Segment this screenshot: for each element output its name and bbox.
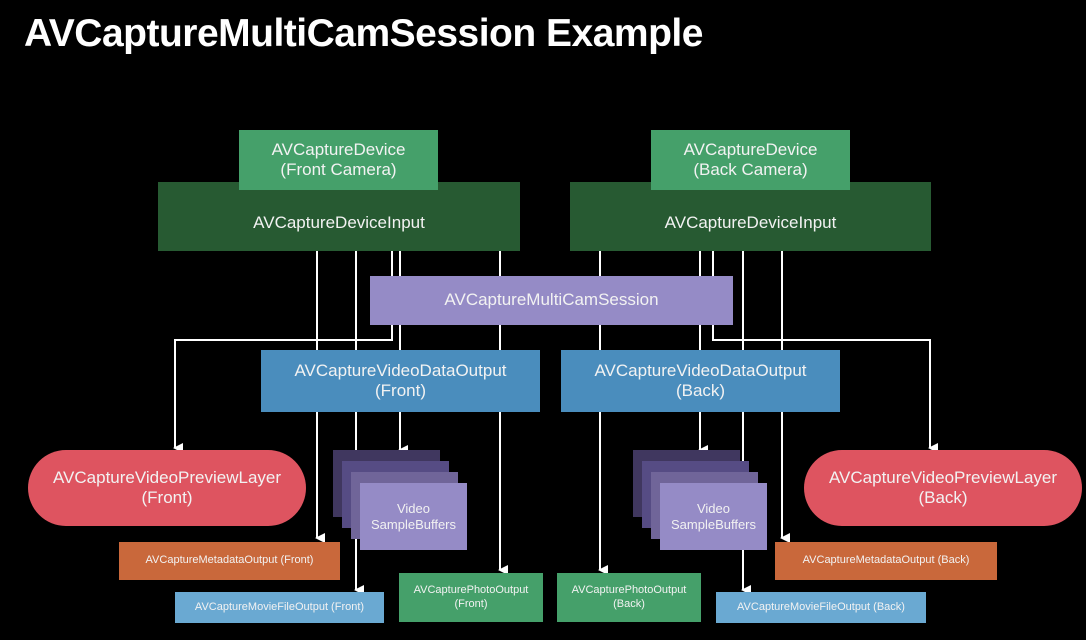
sample-buffers-front-label: Video — [396, 500, 430, 516]
device-front-label: AVCaptureDevice — [271, 139, 406, 159]
photo-output-front-label: AVCapturePhotoOutput — [413, 584, 529, 597]
device-back-sublabel: (Back Camera) — [693, 160, 808, 179]
slide-title: AVCaptureMultiCamSession Example — [24, 12, 703, 55]
device-input-front-label: AVCaptureDeviceInput — [253, 213, 425, 233]
sample-buffers-back-label: Video — [696, 500, 730, 516]
video-data-output-front-sublabel: (Front) — [375, 381, 426, 400]
video-data-output-back: AVCaptureVideoDataOutput (Back) — [561, 350, 840, 412]
device-input-front: AVCaptureDeviceInput — [158, 182, 520, 251]
video-data-output-front: AVCaptureVideoDataOutput (Front) — [261, 350, 540, 412]
movie-file-output-back-label: AVCaptureMovieFileOutput (Back) — [737, 600, 905, 613]
device-input-back: AVCaptureDeviceInput — [570, 182, 931, 251]
sample-buffers-back: Video SampleBuffers — [660, 483, 767, 550]
photo-output-back: AVCapturePhotoOutput (Back) — [557, 573, 701, 622]
multicam-session-label: AVCaptureMultiCamSession — [444, 290, 659, 310]
sample-buffers-front-sublabel: SampleBuffers — [370, 516, 457, 532]
device-front-camera: AVCaptureDevice (Front Camera) — [239, 130, 438, 190]
metadata-output-back-label: AVCaptureMetadataOutput (Back) — [802, 554, 970, 567]
preview-layer-back: AVCaptureVideoPreviewLayer (Back) — [804, 450, 1082, 526]
metadata-output-front: AVCaptureMetadataOutput (Front) — [119, 542, 340, 580]
preview-layer-front: AVCaptureVideoPreviewLayer (Front) — [28, 450, 306, 526]
preview-layer-back-sublabel: (Back) — [918, 488, 968, 507]
movie-file-output-front: AVCaptureMovieFileOutput (Front) — [175, 592, 384, 623]
device-front-sublabel: (Front Camera) — [280, 160, 397, 179]
device-input-back-label: AVCaptureDeviceInput — [664, 213, 837, 233]
device-back-camera: AVCaptureDevice (Back Camera) — [651, 130, 850, 190]
multicam-session: AVCaptureMultiCamSession — [370, 276, 733, 325]
sample-buffers-back-sublabel: SampleBuffers — [670, 516, 757, 532]
preview-layer-front-label: AVCaptureVideoPreviewLayer — [52, 467, 282, 487]
photo-output-front-sublabel: (Front) — [454, 597, 488, 610]
video-data-output-back-sublabel: (Back) — [675, 381, 726, 400]
metadata-output-front-label: AVCaptureMetadataOutput (Front) — [145, 554, 314, 567]
movie-file-output-back: AVCaptureMovieFileOutput (Back) — [716, 592, 926, 623]
preview-layer-front-sublabel: (Front) — [141, 488, 193, 507]
preview-layer-back-label: AVCaptureVideoPreviewLayer — [828, 467, 1058, 487]
metadata-output-back: AVCaptureMetadataOutput (Back) — [775, 542, 997, 580]
photo-output-back-sublabel: (Back) — [613, 597, 645, 610]
movie-file-output-front-label: AVCaptureMovieFileOutput (Front) — [194, 600, 365, 613]
video-data-output-front-label: AVCaptureVideoDataOutput — [294, 360, 507, 380]
photo-output-back-label: AVCapturePhotoOutput — [571, 584, 687, 597]
device-back-label: AVCaptureDevice — [683, 139, 818, 159]
photo-output-front: AVCapturePhotoOutput (Front) — [399, 573, 543, 622]
video-data-output-back-label: AVCaptureVideoDataOutput — [594, 360, 807, 380]
sample-buffers-front: Video SampleBuffers — [360, 483, 467, 550]
